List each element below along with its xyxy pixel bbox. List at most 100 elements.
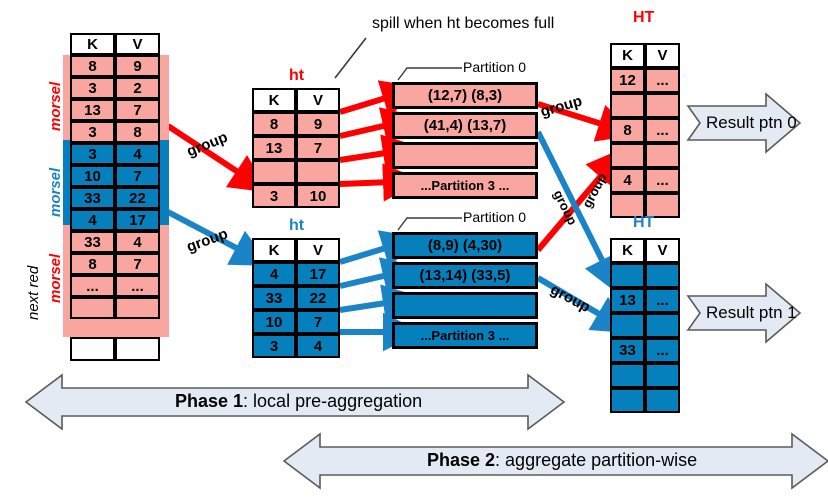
- result-ptn-0-label: Result ptn 0: [706, 113, 797, 132]
- HT-blue-title: HT: [633, 214, 655, 231]
- morsel-label-red-1: morsel: [47, 81, 64, 131]
- input-cell-k: 8: [70, 55, 115, 77]
- HT-blue-cell-k: [610, 263, 645, 288]
- input-cell-k: 3: [70, 143, 115, 165]
- HT-blue-cell-k: [610, 313, 645, 338]
- phase-1-label: Phase 1: local pre-aggregation: [175, 392, 422, 410]
- HT-red-cell-v: ...: [645, 68, 680, 93]
- HT-red-header-v: V: [645, 43, 680, 68]
- input-cell-v: 7: [115, 165, 160, 187]
- group-label-5: group: [550, 187, 581, 228]
- partition-row-blue: (13,14) (33,5): [392, 262, 538, 289]
- ht-red-cell-v: [296, 160, 340, 184]
- input-cell-v: 22: [115, 187, 160, 209]
- HT-blue-cell-v: [645, 313, 680, 338]
- phase-1-rest: : local pre-aggregation: [243, 391, 423, 411]
- group-label-4: group: [579, 170, 610, 211]
- HT-red-header-k: K: [610, 43, 645, 68]
- ht-red-cell-k: 8: [252, 112, 296, 136]
- HT-red-cell-k: 4: [610, 168, 645, 193]
- group-label-1: group: [184, 128, 231, 161]
- input-cell-v: 7: [115, 253, 160, 275]
- partition-row-blue: ...Partition 3 ...: [392, 322, 538, 349]
- HT-blue-header-v: V: [645, 238, 680, 263]
- input-cell-k: 8: [70, 253, 115, 275]
- input-cell-v: [115, 337, 160, 361]
- input-cell-v: 7: [115, 99, 160, 121]
- input-cell-k: 13: [70, 99, 115, 121]
- partition-row-red: (41,4) (13,7): [392, 112, 538, 139]
- ht-blue-cell-v: 4: [296, 334, 340, 358]
- ht-red-cell-k: 3: [252, 184, 296, 208]
- input-cell-k: 33: [70, 187, 115, 209]
- HT-red-cell-k: [610, 93, 645, 118]
- ht-red-cell-k: [252, 160, 296, 184]
- input-cell-v: 2: [115, 77, 160, 99]
- HT-red-title: HT: [633, 9, 655, 26]
- input-cell-v: 4: [115, 143, 160, 165]
- input-cell-k: [70, 297, 115, 319]
- HT-red-cell-v: [645, 143, 680, 168]
- ht-blue-cell-v: 7: [296, 310, 340, 334]
- partition-label-blue: Partition 0: [463, 209, 527, 225]
- phase-1-bold: Phase 1: [175, 391, 244, 411]
- ht-blue-cell-k: 3: [252, 334, 296, 358]
- ht-red-header-k: K: [252, 88, 296, 112]
- ht-red-header-v: V: [296, 88, 340, 112]
- HT-red-cell-v: ...: [645, 168, 680, 193]
- HT-blue-cell-k: [610, 388, 645, 413]
- ht-red-cell-v: 7: [296, 136, 340, 160]
- ht-blue-cell-k: 10: [252, 310, 296, 334]
- HT-red-cell-k: [610, 143, 645, 168]
- input-cell-v: 4: [115, 231, 160, 253]
- group-label-2: group: [184, 225, 231, 256]
- partition-row-red: [392, 142, 538, 169]
- partition-row-blue: [392, 292, 538, 319]
- input-cell-k: [70, 337, 115, 361]
- ht-blue-cell-v: 17: [296, 262, 340, 286]
- ht-red-title: ht: [289, 67, 305, 84]
- ht-red-cell-k: 13: [252, 136, 296, 160]
- input-cell-v: [115, 297, 160, 319]
- input-cell-k: 33: [70, 231, 115, 253]
- morsel-label-blue: morsel: [47, 167, 64, 217]
- spill-note: spill when ht becomes full: [372, 15, 555, 32]
- HT-blue-cell-k: [610, 363, 645, 388]
- input-cell-v: 9: [115, 55, 160, 77]
- ht-blue-cell-k: 4: [252, 262, 296, 286]
- input-cell-v: 17: [115, 209, 160, 231]
- HT-blue-cell-v: [645, 363, 680, 388]
- phase-2-rest: : aggregate partition-wise: [495, 450, 698, 470]
- input-cell-k: ...: [70, 275, 115, 297]
- partition-row-blue: (8,9) (4,30): [392, 232, 538, 259]
- group-label-3: group: [538, 92, 585, 121]
- HT-red-cell-k: [610, 193, 645, 218]
- input-cell-k: 3: [70, 77, 115, 99]
- ht-red-cell-v: 10: [296, 184, 340, 208]
- partition-label-red: Partition 0: [463, 59, 527, 75]
- input-cell-k: 10: [70, 165, 115, 187]
- input-cell-k: 3: [70, 121, 115, 143]
- HT-blue-cell-v: [645, 263, 680, 288]
- input-cell-k: 4: [70, 209, 115, 231]
- input-header-k: K: [70, 33, 115, 55]
- HT-blue-header-k: K: [610, 238, 645, 263]
- phase-2-bold: Phase 2: [427, 450, 496, 470]
- HT-red-cell-k: 12: [610, 68, 645, 93]
- ht-blue-cell-v: 22: [296, 286, 340, 310]
- morsel-label-red-2: morsel: [47, 253, 64, 303]
- HT-red-cell-v: ...: [645, 118, 680, 143]
- HT-red-cell-v: [645, 193, 680, 218]
- ht-blue-header-v: V: [296, 238, 340, 262]
- phase-2-label: Phase 2: aggregate partition-wise: [427, 451, 697, 469]
- partition-row-red: (12,7) (8,3): [392, 82, 538, 109]
- HT-blue-cell-k: 13: [610, 288, 645, 313]
- HT-red-cell-v: [645, 93, 680, 118]
- input-cell-v: 8: [115, 121, 160, 143]
- group-label-6: group: [547, 281, 594, 316]
- HT-blue-cell-k: 33: [610, 338, 645, 363]
- next-red-label: next red: [25, 265, 42, 320]
- result-ptn-1-label: Result ptn 1: [706, 303, 797, 322]
- ht-red-cell-v: 9: [296, 112, 340, 136]
